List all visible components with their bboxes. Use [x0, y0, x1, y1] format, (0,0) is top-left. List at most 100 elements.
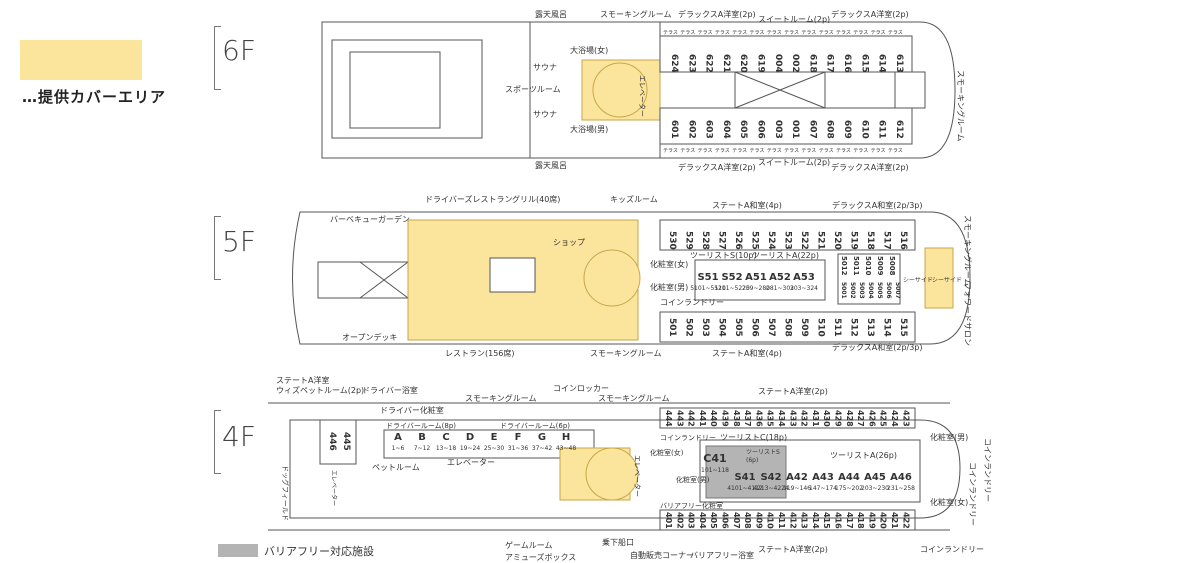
terrace-6f-bottom: テラス [836, 148, 851, 154]
tourist-block-5f-id: A52 [769, 272, 791, 283]
room-6f-bottom: 609 [842, 120, 852, 139]
terrace-6f-top: テラス [715, 30, 730, 36]
room-5f-top: 520 [832, 231, 842, 250]
room-5f-bottom: 509 [799, 318, 809, 337]
label-powder-f-4f: 化粧室(女) [650, 448, 684, 457]
label-barrier-powder: バリアフリー化粧室 [660, 501, 723, 510]
pet-rooms-4f [319, 419, 357, 465]
driver-block-id: C [442, 432, 449, 443]
terrace-6f-bottom: テラス [732, 148, 747, 154]
hull-6f [321, 21, 956, 159]
tourist-area-4f [699, 439, 921, 503]
room-5f-top: 518 [865, 231, 875, 250]
room-5f-bottom: 507 [766, 318, 776, 337]
room-5f-top: 519 [849, 231, 859, 250]
label-state-top-4f: ステートA洋室(2p) [758, 386, 828, 396]
label-bath-m: 大浴場(男) [570, 124, 608, 134]
floor-5f-label: 5F [222, 225, 256, 258]
room-4f-bottom: 401 [664, 512, 673, 529]
driver-block-range: 25~30 [484, 445, 504, 452]
room-4f-top: 432 [800, 410, 809, 427]
room-row-bottom-5f [659, 311, 916, 343]
tourist-block-4f-range: 119~146 [783, 485, 811, 492]
terrace-6f-bottom: テラス [888, 148, 903, 154]
label-tourist-s-5f: ツーリストS(10p) [690, 251, 757, 260]
floor-4f-bracket [214, 410, 221, 474]
tourist-block-5f-id: A51 [745, 272, 767, 283]
room-5f-top: 523 [783, 231, 793, 250]
label-restaurant: レストラン(156席) [445, 348, 515, 358]
room-5f-top: 530 [667, 231, 677, 250]
label-deluxe-top-right-6f: デラックスA洋室(2p) [831, 9, 909, 19]
aft-5f [317, 261, 409, 299]
room-6f-bottom: 003 [773, 120, 783, 139]
room-4f-bottom: 408 [743, 512, 752, 529]
terrace-6f-top: テラス [836, 30, 851, 36]
label-smoking-bottom-5f: スモーキングルーム [590, 348, 662, 358]
room-5f-mid-b: 5002 [849, 282, 856, 299]
tourist-block-4f-id: A46 [890, 472, 912, 483]
room-6f-bottom: 602 [686, 120, 696, 139]
stairs-6f [592, 62, 648, 118]
label-open-deck: オープンデッキ [342, 332, 398, 342]
aft-deck-6f [331, 39, 483, 139]
room-4f-top: 425 [879, 410, 888, 427]
label-pet-elevator: エレベーター [330, 470, 338, 506]
barrier-free-4f [705, 445, 787, 499]
label-shop: ショップ [553, 238, 585, 247]
room-6f-bottom: 610 [859, 120, 869, 139]
tourist-block-5f [694, 259, 826, 301]
driver-block-id: G [538, 432, 546, 443]
room-5f-mid-b: 5004 [867, 282, 874, 299]
label-drivers-restaurant: ドライバーズレストラン [425, 194, 512, 204]
terrace-6f-bottom: テラス [801, 148, 816, 154]
room-5f-bottom: 506 [750, 318, 760, 337]
tourist-block-5f-range: 5211~5220 [714, 285, 750, 292]
room-6f-top: 623 [686, 54, 696, 73]
terrace-6f-bottom: テラス [819, 148, 834, 154]
terrace-6f-top: テラス [750, 30, 765, 36]
terrace-6f-top: テラス [888, 30, 903, 36]
room-5f-top: 517 [882, 231, 892, 250]
tourist-block-5f-id: A53 [793, 272, 815, 283]
room-4f-bottom: 413 [800, 512, 809, 529]
label-smoking-right-6f: スモーキングルーム [956, 70, 966, 142]
room-4f-bottom: 412 [788, 512, 797, 529]
room-5f-top: 524 [766, 231, 776, 250]
room-row-top-4f [659, 407, 916, 429]
room-5f-bottom: 501 [667, 318, 677, 337]
room-5f-mid-b: 5005 [876, 282, 883, 299]
tourist-block-4f-id: S41 [734, 472, 755, 483]
room-4f-top: 428 [845, 410, 854, 427]
tourist-block-5f-id: S51 [697, 272, 718, 283]
label-powder-f-right: 化粧室(女) [930, 497, 968, 507]
barrier-free-legend-label: バリアフリー対応施設 [264, 545, 374, 558]
terrace-6f-top: テラス [680, 30, 695, 36]
label-boarding: 乗下船口 [602, 537, 634, 547]
terrace-6f-top: テラス [853, 30, 868, 36]
room-6f-top: 616 [842, 54, 852, 73]
room-5f-top: 522 [799, 231, 809, 250]
label-smoking-4f-2: スモーキングルーム [598, 393, 670, 403]
label-wise-sub: ウィズペットルーム(2p) [276, 385, 364, 395]
label-deluxe-top-left-6f: デラックスA洋室(2p) [678, 9, 756, 19]
label-sauna-bottom: サウナ [533, 110, 557, 119]
room-6f-bottom: 605 [738, 120, 748, 139]
driver-block-range: 31~36 [508, 445, 528, 452]
coverage-legend-swatch [20, 40, 142, 80]
floor-6f-bracket [214, 26, 221, 90]
terrace-6f-top: テラス [784, 30, 799, 36]
label-deluxe-bottom-left-6f: デラックスA洋室(2p) [678, 162, 756, 172]
label-powder-m-5f: 化粧室(男) [650, 282, 688, 292]
room-6f-top: 004 [773, 54, 783, 73]
terrace-6f-bottom: テラス [853, 148, 868, 154]
label-state-top-5f: ステートA和室(4p) [712, 200, 782, 210]
label-tourist-s-4f: ツーリストS [746, 449, 780, 456]
label-kids-room: キッズルーム [610, 194, 658, 204]
tourist-block-4f-range: 231~258 [887, 485, 915, 492]
room-4f-top: 431 [811, 410, 820, 427]
room-5f-bottom: 515 [898, 318, 908, 337]
terrace-6f-top: テラス [732, 30, 747, 36]
driver-block-id: H [562, 432, 570, 443]
